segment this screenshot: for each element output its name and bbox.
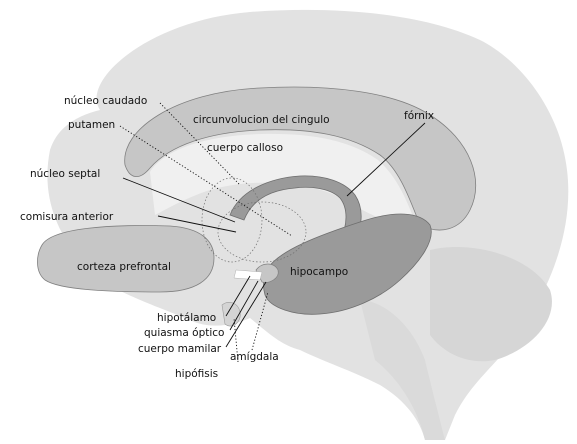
label-putamen: putamen — [68, 119, 115, 131]
label-nucleo-caudado: núcleo caudado — [64, 95, 147, 107]
prefrontal-cortex — [37, 226, 214, 292]
label-hipofisis: hipófisis — [175, 368, 218, 380]
label-comisura-anterior: comisura anterior — [20, 211, 114, 223]
label-corteza-prefrontal: corteza prefrontal — [77, 261, 171, 273]
label-nucleo-septal: núcleo septal — [30, 168, 100, 180]
label-quiasma-optico: quiasma óptico — [144, 327, 224, 339]
label-circunvolucion-cingulo: circunvolucion del cingulo — [193, 114, 330, 126]
label-cuerpo-calloso: cuerpo calloso — [207, 142, 283, 154]
brain-silhouette — [47, 10, 568, 440]
label-hipocampo: hipocampo — [290, 266, 348, 278]
label-cuerpo-mamilar: cuerpo mamilar — [138, 343, 222, 355]
label-hipotalamo: hipotálamo — [157, 312, 216, 324]
pituitary — [222, 302, 240, 326]
label-fornix: fórnix — [404, 110, 434, 122]
label-amigdala: amígdala — [230, 351, 279, 363]
